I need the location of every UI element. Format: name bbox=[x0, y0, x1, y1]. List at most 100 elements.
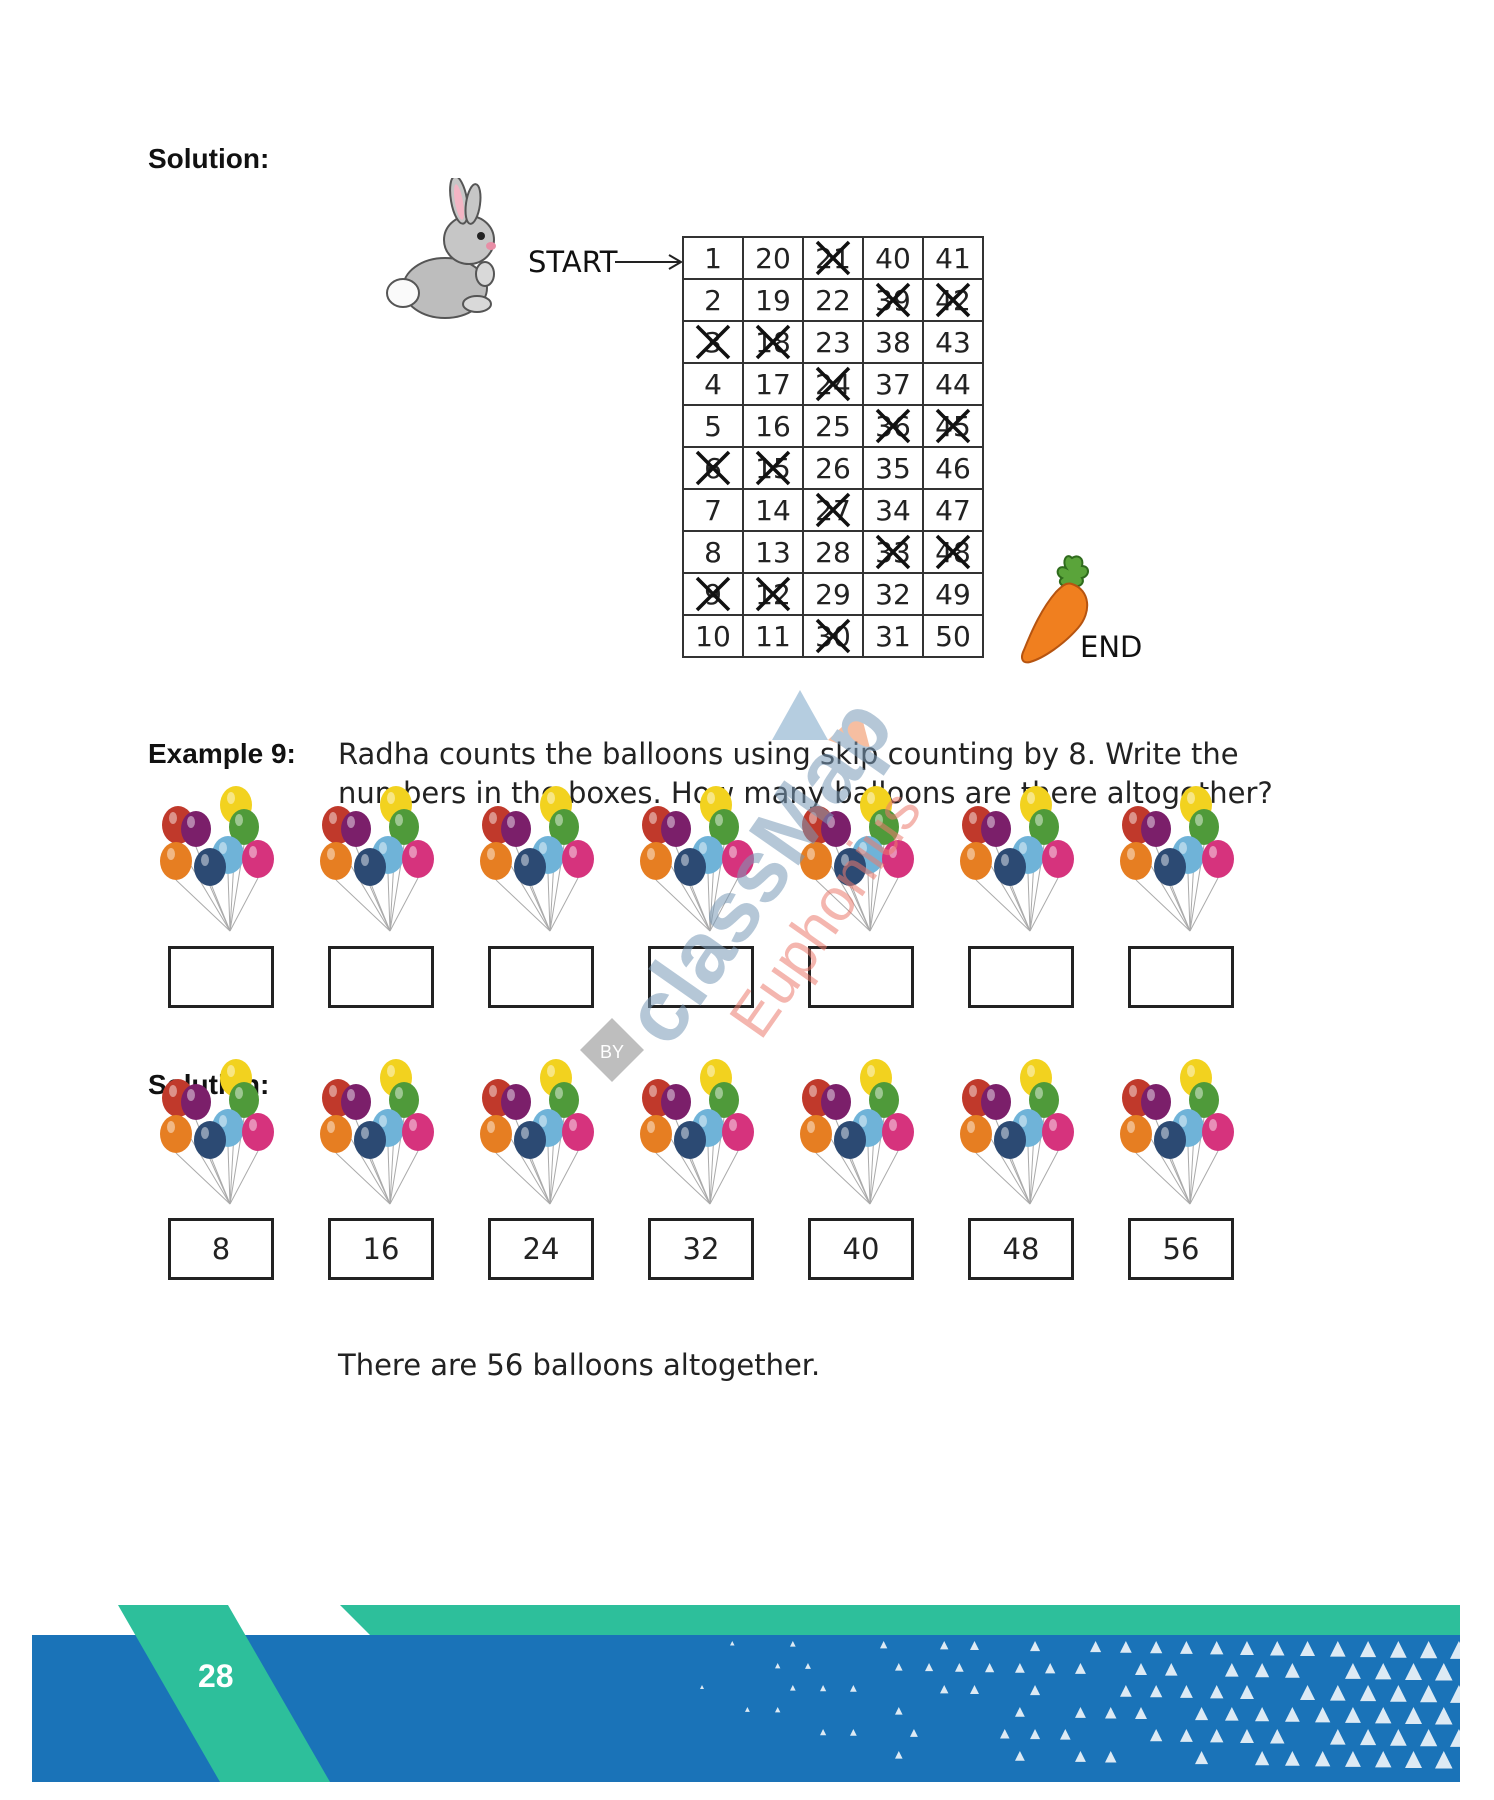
answer-input-box[interactable] bbox=[168, 946, 274, 1008]
maze-cell-number: 17 bbox=[755, 368, 791, 401]
maze-row: 1011303150 bbox=[683, 615, 983, 657]
maze-cell-number: 49 bbox=[935, 578, 971, 611]
maze-row: 912293249 bbox=[683, 573, 983, 615]
cross-mark-icon bbox=[694, 575, 732, 613]
maze-cell: 3 bbox=[683, 321, 743, 363]
maze-cell-number: 23 bbox=[815, 326, 851, 359]
maze-cell: 23 bbox=[803, 321, 863, 363]
maze-cell: 9 bbox=[683, 573, 743, 615]
maze-cell: 16 bbox=[743, 405, 803, 447]
maze-row: 516253645 bbox=[683, 405, 983, 447]
balloon-bunch-image bbox=[1118, 785, 1258, 935]
maze-cell: 28 bbox=[803, 531, 863, 573]
maze-cell: 50 bbox=[923, 615, 983, 657]
maze-cell: 22 bbox=[803, 279, 863, 321]
answer-input-box[interactable] bbox=[328, 946, 434, 1008]
balloon-bunch-image bbox=[958, 785, 1098, 935]
cross-mark-icon bbox=[694, 323, 732, 361]
maze-cell-number: 50 bbox=[935, 620, 971, 653]
maze-cell: 8 bbox=[683, 531, 743, 573]
cross-mark-icon bbox=[874, 533, 912, 571]
maze-cell-number: 16 bbox=[755, 410, 791, 443]
maze-cell: 44 bbox=[923, 363, 983, 405]
maze-cell: 31 bbox=[863, 615, 923, 657]
answer-box: 16 bbox=[328, 1218, 434, 1280]
maze-cell: 29 bbox=[803, 573, 863, 615]
watermark-logo: classMap Euphonius BY bbox=[560, 690, 940, 1110]
balloon-bunch-image bbox=[1118, 1058, 1258, 1208]
maze-cell: 7 bbox=[683, 489, 743, 531]
answer-input-box[interactable] bbox=[968, 946, 1074, 1008]
maze-cell: 17 bbox=[743, 363, 803, 405]
cross-mark-icon bbox=[754, 449, 792, 487]
solution-label: Solution: bbox=[148, 143, 269, 175]
maze-row: 318 23 38 43 bbox=[683, 321, 983, 363]
maze-cell-number: 29 bbox=[815, 578, 851, 611]
maze-row: 7 14 27 34 47 bbox=[683, 489, 983, 531]
maze-cell-number: 8 bbox=[704, 536, 722, 569]
maze-cell: 43 bbox=[923, 321, 983, 363]
maze-cell-number: 47 bbox=[935, 494, 971, 527]
maze-cell-number: 34 bbox=[875, 494, 911, 527]
maze-cell-number: 1 bbox=[704, 242, 722, 275]
maze-cell-number: 25 bbox=[815, 410, 851, 443]
rabbit-illustration bbox=[385, 178, 525, 326]
maze-cell-number: 19 bbox=[755, 284, 791, 317]
start-arrow-icon bbox=[615, 250, 685, 274]
maze-cell-number: 20 bbox=[755, 242, 791, 275]
maze-cell-number: 11 bbox=[755, 620, 791, 653]
maze-cell: 21 bbox=[803, 237, 863, 279]
maze-cell: 45 bbox=[923, 405, 983, 447]
maze-row: 615263546 bbox=[683, 447, 983, 489]
maze-cell: 40 bbox=[863, 237, 923, 279]
maze-cell-number: 46 bbox=[935, 452, 971, 485]
maze-cell: 11 bbox=[743, 615, 803, 657]
maze-cell: 25 bbox=[803, 405, 863, 447]
maze-cell-number: 40 bbox=[875, 242, 911, 275]
cross-mark-icon bbox=[934, 533, 972, 571]
answer-input-box[interactable] bbox=[1128, 946, 1234, 1008]
maze-cell-number: 41 bbox=[935, 242, 971, 275]
maze-cell: 42 bbox=[923, 279, 983, 321]
answer-box: 48 bbox=[968, 1218, 1074, 1280]
maze-cell-number: 13 bbox=[755, 536, 791, 569]
maze-cell: 35 bbox=[863, 447, 923, 489]
maze-row: 219223942 bbox=[683, 279, 983, 321]
maze-cell: 13 bbox=[743, 531, 803, 573]
balloon-bunch-image bbox=[318, 785, 458, 935]
maze-cell-number: 43 bbox=[935, 326, 971, 359]
example-label: Example 9: bbox=[148, 738, 296, 770]
maze-cell: 38 bbox=[863, 321, 923, 363]
maze-cell-number: 22 bbox=[815, 284, 851, 317]
maze-cell-number: 38 bbox=[875, 326, 911, 359]
maze-cell-number: 10 bbox=[695, 620, 731, 653]
maze-cell: 47 bbox=[923, 489, 983, 531]
maze-cell-number: 28 bbox=[815, 536, 851, 569]
maze-cell: 33 bbox=[863, 531, 923, 573]
maze-cell: 18 bbox=[743, 321, 803, 363]
maze-cell: 19 bbox=[743, 279, 803, 321]
maze-cell-number: 14 bbox=[755, 494, 791, 527]
maze-row: 813283348 bbox=[683, 531, 983, 573]
cross-mark-icon bbox=[874, 281, 912, 319]
balloon-bunch-image bbox=[318, 1058, 458, 1208]
cross-mark-icon bbox=[814, 617, 852, 655]
maze-cell: 32 bbox=[863, 573, 923, 615]
maze-cell: 20 bbox=[743, 237, 803, 279]
maze-cell-number: 4 bbox=[704, 368, 722, 401]
balloon-bunch-image bbox=[158, 785, 298, 935]
maze-cell-number: 5 bbox=[704, 410, 722, 443]
cross-mark-icon bbox=[754, 575, 792, 613]
answer-box: 40 bbox=[808, 1218, 914, 1280]
answer-box: 32 bbox=[648, 1218, 754, 1280]
solution-summary: There are 56 balloons altogether. bbox=[338, 1348, 820, 1382]
maze-cell: 27 bbox=[803, 489, 863, 531]
maze-cell-number: 44 bbox=[935, 368, 971, 401]
cross-mark-icon bbox=[814, 365, 852, 403]
maze-cell: 26 bbox=[803, 447, 863, 489]
maze-cell: 24 bbox=[803, 363, 863, 405]
maze-cell: 6 bbox=[683, 447, 743, 489]
maze-cell: 39 bbox=[863, 279, 923, 321]
answer-box: 56 bbox=[1128, 1218, 1234, 1280]
maze-cell: 46 bbox=[923, 447, 983, 489]
